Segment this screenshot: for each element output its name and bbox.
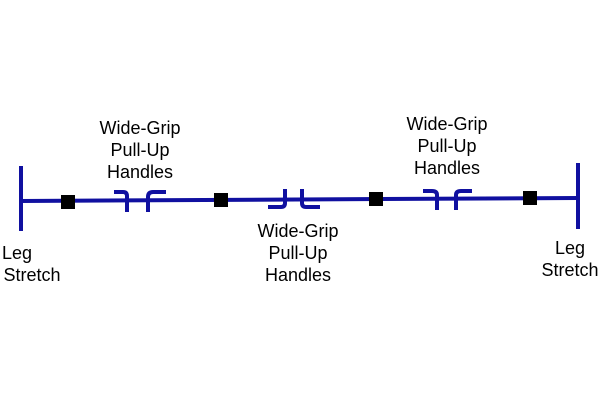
label-line: Stretch xyxy=(3,265,61,285)
anchor-point-4 xyxy=(523,191,537,205)
label-line: Handles xyxy=(264,265,332,285)
anchor-point-1 xyxy=(61,195,75,209)
handle-left-2 xyxy=(268,189,287,209)
label-line: Pull-Up xyxy=(110,140,170,160)
label-line: Leg xyxy=(2,243,33,263)
handle-left-1 xyxy=(114,190,129,212)
label-line: Handles xyxy=(413,158,481,178)
label-leg-stretch-right: Leg Stretch xyxy=(530,237,600,281)
label-handles-2: Wide-Grip Pull-Up Handles xyxy=(238,220,358,286)
label-line: Pull-Up xyxy=(268,243,328,263)
anchor-point-3 xyxy=(369,192,383,206)
handle-left-3 xyxy=(423,189,439,210)
label-handles-3: Wide-Grip Pull-Up Handles xyxy=(387,113,507,179)
handle-right-2 xyxy=(300,189,320,209)
label-handles-1: Wide-Grip Pull-Up Handles xyxy=(80,117,200,183)
label-line: Stretch xyxy=(541,260,599,280)
label-line: Leg xyxy=(554,238,586,258)
anchor-point-2 xyxy=(214,193,228,207)
main-rail xyxy=(20,196,579,203)
label-line: Wide-Grip xyxy=(99,118,181,138)
label-line: Handles xyxy=(106,162,174,182)
label-line: Pull-Up xyxy=(417,136,477,156)
label-line: Wide-Grip xyxy=(257,221,339,241)
label-leg-stretch-left: Leg Stretch xyxy=(0,242,72,286)
handle-right-1 xyxy=(146,190,166,212)
handle-right-3 xyxy=(454,189,472,210)
label-line: Wide-Grip xyxy=(406,114,488,134)
